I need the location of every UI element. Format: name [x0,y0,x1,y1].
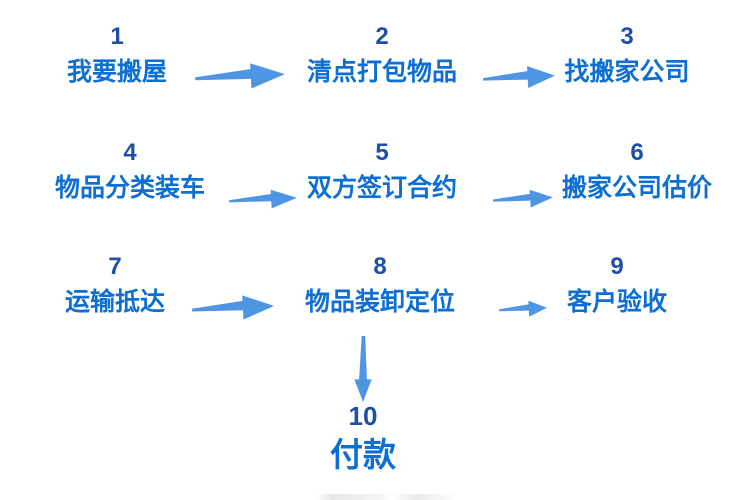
arrow-right-icon [228,186,297,213]
step-4: 4 物品分类装车 [55,141,205,203]
step-9-label: 客户验收 [566,288,668,316]
step-1-label: 我要搬屋 [66,58,168,86]
arrow-right-icon [194,59,285,95]
step-6-label: 搬家公司估价 [561,174,713,202]
step-7-number: 7 [108,253,122,280]
step-2-label: 清点打包物品 [306,58,458,86]
arrow-down-icon [350,336,376,402]
step-7: 7 运输抵达 [65,255,165,317]
step-10: 10 付款 [330,403,396,474]
step-1-number: 1 [110,23,124,50]
step-3-label: 找搬家公司 [564,58,690,86]
step-3-number: 3 [620,23,634,50]
step-9: 9 客户验收 [567,255,667,317]
step-8: 8 物品装卸定位 [305,255,455,317]
step-7-label: 运输抵达 [64,288,166,316]
step-8-number: 8 [373,253,387,280]
step-5-label: 双方签订合约 [306,174,458,202]
step-3: 3 找搬家公司 [564,25,689,87]
bottom-cutoff-artifact [315,494,457,500]
step-6-number: 6 [630,139,644,166]
arrow-right-icon [498,298,548,320]
step-10-label: 付款 [330,436,396,473]
arrow-right-icon [191,291,274,325]
step-5-number: 5 [375,139,389,166]
step-6: 6 搬家公司估价 [562,141,712,203]
step-1: 1 我要搬屋 [67,25,167,87]
arrow-right-icon [492,186,553,211]
step-9-number: 9 [610,253,624,280]
step-4-label: 物品分类装车 [54,174,206,202]
step-10-number: 10 [348,401,378,431]
arrow-right-icon [482,62,555,93]
step-8-label: 物品装卸定位 [304,288,456,316]
step-5: 5 双方签订合约 [307,141,457,203]
step-2-number: 2 [375,23,389,50]
step-2: 2 清点打包物品 [307,25,457,87]
step-4-number: 4 [123,139,137,166]
